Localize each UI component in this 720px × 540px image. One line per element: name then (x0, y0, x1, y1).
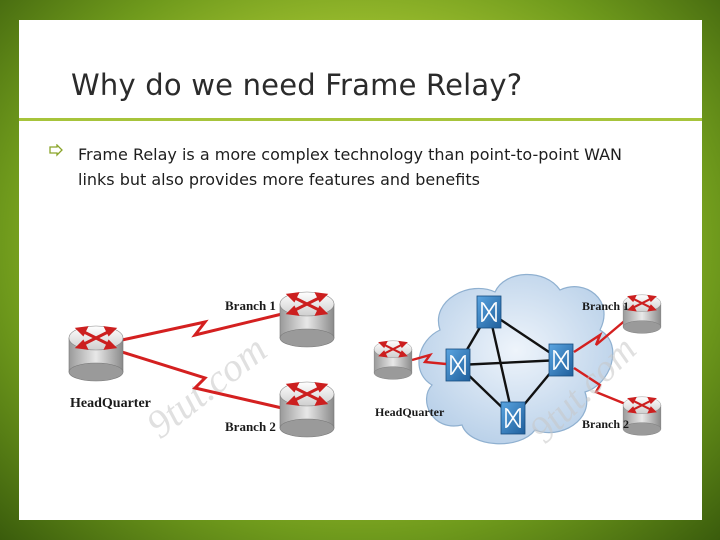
label-headquarter-right: HeadQuarter (375, 405, 445, 419)
point-to-point-diagram: 9tut.com HeadQuarter Branch 1 Branch 2 (67, 290, 336, 447)
bullet-text: Frame Relay is a more complex technology… (78, 145, 622, 189)
label-branch2-right: Branch 2 (582, 417, 629, 431)
frame-relay-switch-icon (548, 343, 574, 377)
label-branch2-left: Branch 2 (225, 419, 276, 434)
lightning-link-icon (411, 352, 447, 366)
lightning-link-icon (573, 317, 629, 354)
router-icon (278, 380, 336, 439)
label-headquarter-left: HeadQuarter (70, 396, 151, 411)
router-icon (278, 290, 336, 349)
frame-relay-switch-icon (476, 295, 502, 329)
bullet-arrow-icon (48, 143, 64, 160)
label-branch1-left: Branch 1 (225, 298, 276, 313)
slide: Why do we need Frame Relay? (19, 20, 702, 520)
frame-relay-diagram: 9tut.com HeadQuarter Branch 1 Branch 2 (373, 273, 662, 451)
frame-relay-switch-icon (445, 348, 471, 382)
title-band: Why do we need Frame Relay? (19, 20, 702, 120)
router-icon (373, 339, 413, 381)
bullet-item: Frame Relay is a more complex technology… (49, 142, 656, 192)
title-divider (19, 118, 702, 121)
cloud-icon (418, 273, 614, 445)
lightning-link-icon (573, 366, 629, 407)
slide-title: Why do we need Frame Relay? (71, 68, 523, 102)
lightning-link-icon (121, 312, 283, 342)
router-icon (67, 324, 125, 383)
frame-relay-switch-icon (500, 401, 526, 435)
label-branch1-right: Branch 1 (582, 299, 629, 313)
lightning-link-icon (121, 350, 283, 410)
